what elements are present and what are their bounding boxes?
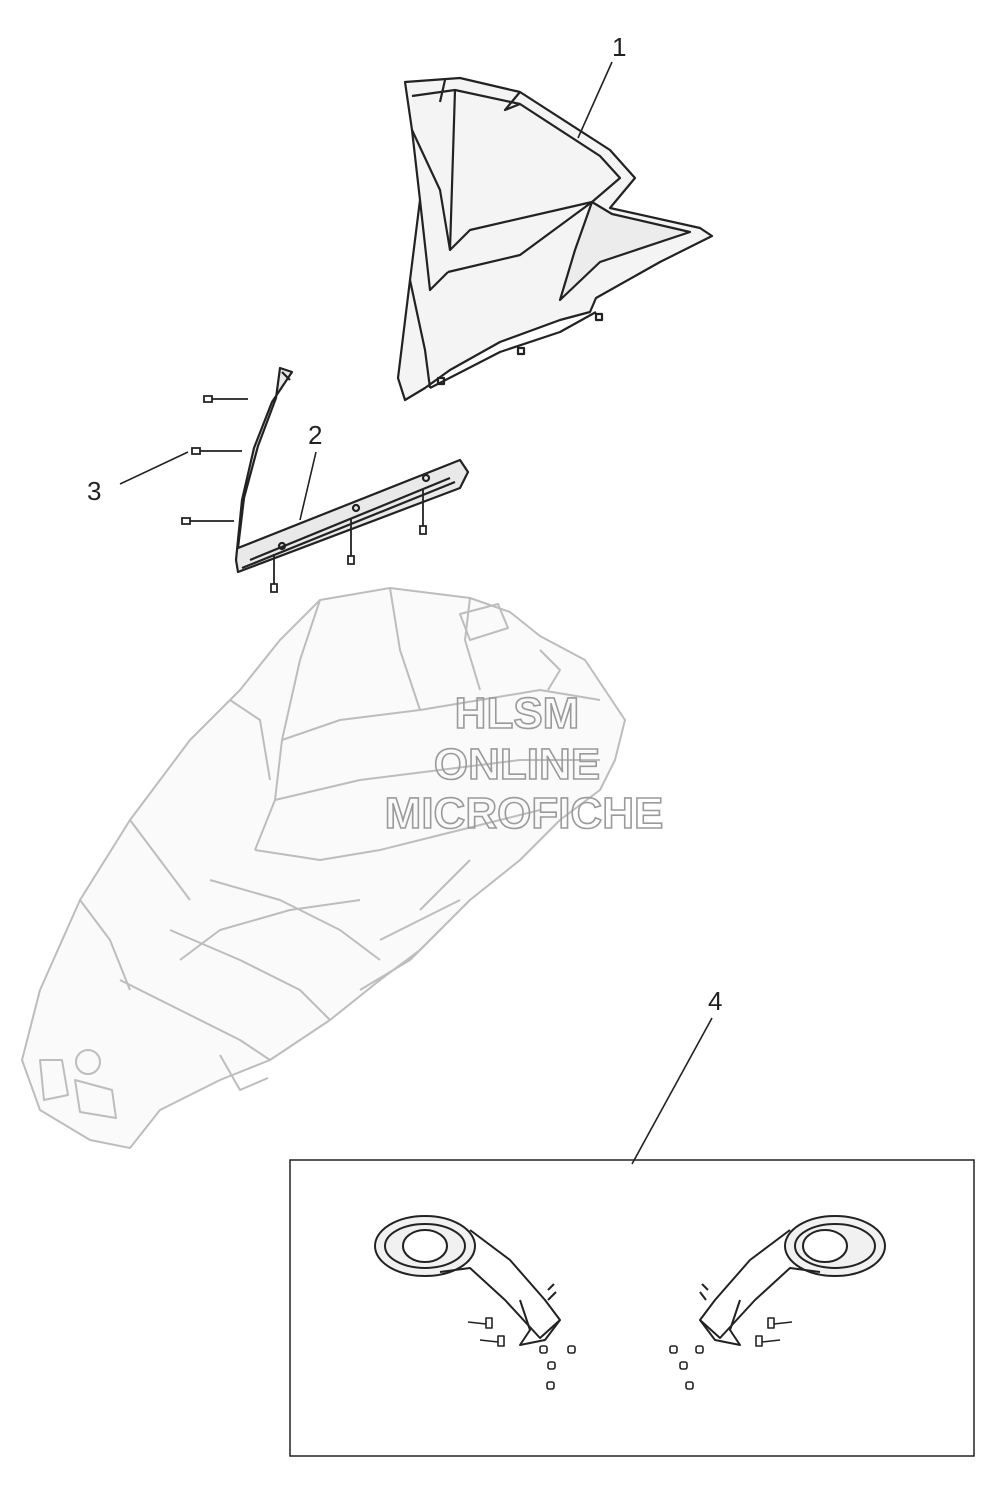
screw-3 xyxy=(181,517,234,525)
callout-1: 1 xyxy=(612,32,626,62)
screw-6 xyxy=(419,490,427,535)
screw-1 xyxy=(203,395,248,403)
leader-4 xyxy=(631,1017,713,1165)
hood-body-reference xyxy=(21,587,626,1149)
windshield-part[interactable] xyxy=(396,76,714,402)
windshield-trim-part[interactable] xyxy=(234,366,470,574)
screw-2 xyxy=(191,447,242,455)
callout-4: 4 xyxy=(708,986,722,1016)
mirror-right-part[interactable] xyxy=(669,1215,886,1390)
watermark-line-3: MICROFICHE xyxy=(385,789,664,838)
leader-2 xyxy=(299,451,317,521)
screw-fasteners-part[interactable] xyxy=(181,395,427,593)
mirror-left-bolts xyxy=(467,1317,576,1390)
leader-lines xyxy=(119,61,713,1165)
watermark-line-1: HLSM xyxy=(455,689,580,738)
mirror-kit-box xyxy=(289,1159,975,1457)
watermark-line-2: ONLINE xyxy=(434,740,600,789)
screw-4 xyxy=(270,554,278,593)
callout-2: 2 xyxy=(308,420,322,450)
watermark: HLSM ONLINE MICROFICHE xyxy=(384,688,664,839)
screw-5 xyxy=(347,518,355,565)
leader-3 xyxy=(119,451,189,485)
mirror-right-bolts xyxy=(669,1317,793,1390)
callout-3: 3 xyxy=(87,476,101,506)
mirror-left-part[interactable] xyxy=(374,1215,576,1390)
leader-1 xyxy=(577,61,613,139)
